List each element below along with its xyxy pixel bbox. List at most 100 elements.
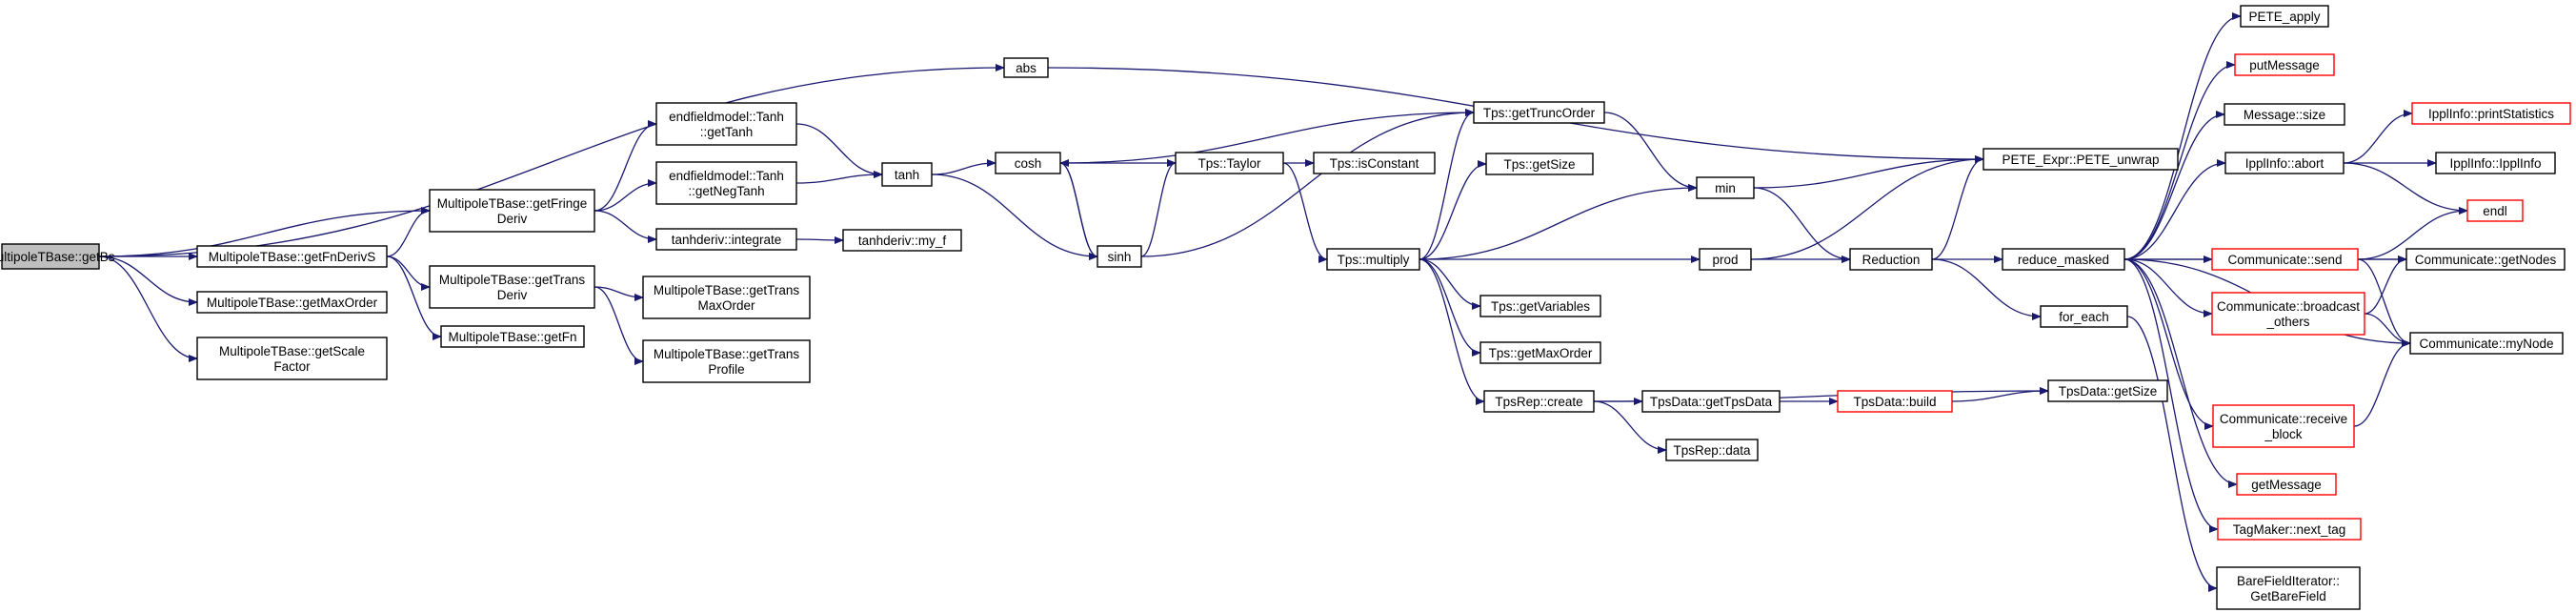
graph-node-is-constant[interactable]: Tps::isConstant — [1313, 152, 1436, 174]
graph-node-tps-rep-data[interactable]: TpsRep::data — [1665, 439, 1759, 461]
graph-node-my-node[interactable]: Communicate::myNode — [2409, 332, 2564, 355]
node-label: endl — [2483, 204, 2507, 218]
node-box — [2234, 53, 2335, 76]
graph-node-tanh-get-tanh[interactable]: endfieldmodel::Tanh::getTanh — [655, 102, 797, 146]
graph-node-prod[interactable]: prod — [1699, 248, 1752, 271]
node-label: TpsData::getSize — [2059, 384, 2158, 398]
graph-node-bare-field[interactable]: BareFieldIterator::GetBareField — [2216, 566, 2361, 610]
graph-node-taylor[interactable]: Tps::Taylor — [1175, 152, 1284, 174]
node-box — [196, 245, 388, 268]
edge-tanh-to-cosh — [931, 159, 996, 175]
graph-node-pete-unwrap[interactable]: PETE_Expr::PETE_unwrap — [1982, 148, 2179, 171]
edge-reduceMasked-to-nextTag — [2123, 258, 2219, 533]
node-box — [1837, 390, 1953, 413]
graph-node-print-stats[interactable]: IpplInfo::printStatistics — [2411, 102, 2571, 125]
edge-reduceMasked-to-commBroadcast — [2123, 258, 2213, 317]
edge-multiply-to-getSize — [1419, 160, 1487, 260]
graph-node-cosh[interactable]: cosh — [995, 152, 1061, 174]
graph-node-tps-data-build[interactable]: TpsData::build — [1837, 390, 1953, 413]
graph-node-tps-rep-create[interactable]: TpsRep::create — [1483, 390, 1595, 413]
edge-taylor-to-multiply — [1282, 162, 1328, 263]
graph-node-msg-size[interactable]: Message::size — [2224, 103, 2345, 126]
node-box — [2002, 248, 2125, 271]
graph-node-multiply[interactable]: Tps::multiply — [1326, 248, 1420, 271]
graph-node-comm-send[interactable]: Communicate::send — [2211, 248, 2359, 271]
node-box — [1479, 295, 1601, 317]
graph-node-endl[interactable]: endl — [2466, 199, 2524, 222]
graph-node-tanh[interactable]: tanh — [881, 162, 933, 187]
node-label: IpplInfo::printStatistics — [2428, 107, 2554, 121]
node-label: TpsData::build — [1853, 395, 1936, 409]
node-label: MultipoleTBase::getMaxOrder — [207, 296, 378, 310]
graph-node-comm-broadcast[interactable]: Communicate::broadcast_others — [2211, 292, 2365, 336]
node-label: MaxOrder — [697, 298, 755, 313]
node-label: tanhderiv::integrate — [672, 233, 782, 247]
graph-node-get-variables[interactable]: Tps::getVariables — [1479, 295, 1601, 317]
node-box — [995, 152, 1061, 174]
node-label: MultipoleTBase::getFn — [448, 330, 576, 344]
node-label: PETE_apply — [2248, 10, 2320, 24]
node-box — [2240, 5, 2329, 28]
graph-node-for-each[interactable]: for_each — [2040, 305, 2128, 328]
node-box — [1003, 57, 1049, 78]
graph-node-get-trunc-order[interactable]: Tps::getTruncOrder — [1473, 101, 1605, 124]
node-box — [1097, 245, 1142, 268]
graph-node-ippl-info[interactable]: IpplInfo::IpplInfo — [2435, 152, 2556, 174]
node-label: tanh — [895, 168, 919, 182]
graph-node-reduce-masked[interactable]: reduce_masked — [2002, 248, 2125, 271]
edge-commBroadcast-to-myNode — [2364, 313, 2411, 347]
node-box — [655, 102, 797, 146]
node-label: TpsRep::data — [1673, 443, 1751, 458]
graph-node-get-tps-data[interactable]: TpsData::getTpsData — [1641, 390, 1781, 413]
graph-node-reduction[interactable]: Reduction — [1849, 248, 1933, 271]
edge-getFnDerivS-to-getFn — [386, 255, 442, 340]
graph-node-put-message[interactable]: putMessage — [2234, 53, 2335, 76]
graph-node-get-max-order[interactable]: MultipoleTBase::getMaxOrder — [196, 291, 388, 314]
edge-multiply-to-tpsGetMaxOrder — [1419, 258, 1481, 357]
graph-node-get-message[interactable]: getMessage — [2236, 473, 2337, 496]
node-box — [655, 228, 797, 251]
edge-reduceMasked-to-getMessage — [2123, 258, 2238, 488]
edge-cosh-to-getTruncOrder — [1059, 109, 1475, 164]
graph-node-pete-apply[interactable]: PETE_apply — [2240, 5, 2329, 28]
edge-tanh-to-sinh — [931, 174, 1098, 260]
edge-sinh-to-cosh — [1059, 159, 1098, 257]
node-label: BareFieldIterator:: — [2237, 574, 2340, 588]
node-label: IpplInfo::abort — [2245, 156, 2324, 171]
node-box — [842, 229, 962, 252]
node-label: Communicate::broadcast — [2217, 299, 2360, 314]
graph-node-ippl-abort[interactable]: IpplInfo::abort — [2224, 152, 2345, 174]
node-label: Communicate::myNode — [2419, 337, 2553, 351]
graph-node-tanh-get-neg-tanh[interactable]: endfieldmodel::Tanh::getNegTanh — [655, 161, 797, 205]
edge-reduceMasked-to-ipplAbort — [2123, 159, 2226, 260]
graph-node-get-size[interactable]: Tps::getSize — [1485, 153, 1594, 175]
node-box — [1, 243, 100, 270]
graph-node-sinh[interactable]: sinh — [1097, 245, 1142, 268]
node-box — [2435, 152, 2556, 174]
graph-node-abs[interactable]: abs — [1003, 57, 1049, 78]
node-label: min — [1715, 181, 1736, 195]
graph-node-get-fn[interactable]: MultipoleTBase::getFn — [440, 325, 585, 348]
graph-node-tps-data-get-size[interactable]: TpsData::getSize — [2047, 379, 2168, 402]
node-label: Factor — [273, 359, 311, 374]
graph-node-my-f[interactable]: tanhderiv::my_f — [842, 229, 962, 252]
node-box — [1696, 176, 1755, 199]
node-label: putMessage — [2249, 58, 2320, 72]
node-box — [1485, 153, 1594, 175]
graph-node-next-tag[interactable]: TagMaker::next_tag — [2217, 518, 2362, 541]
graph-node-comm-receive[interactable]: Communicate::receive_block — [2212, 404, 2355, 448]
graph-node-get-fn-deriv-s[interactable]: MultipoleTBase::getFnDerivS — [196, 245, 388, 268]
graph-node-get-bs[interactable]: MultipoleTBase::getBs — [0, 243, 115, 270]
edge-multiply-to-getTruncOrder — [1419, 109, 1475, 260]
graph-node-min[interactable]: min — [1696, 176, 1755, 199]
graph-node-tanh-integrate[interactable]: tanhderiv::integrate — [655, 228, 797, 251]
graph-node-get-nodes[interactable]: Communicate::getNodes — [2405, 248, 2566, 271]
node-box — [2411, 102, 2571, 125]
graph-node-tps-get-max-order[interactable]: Tps::getMaxOrder — [1479, 341, 1601, 364]
node-box — [1473, 101, 1605, 124]
